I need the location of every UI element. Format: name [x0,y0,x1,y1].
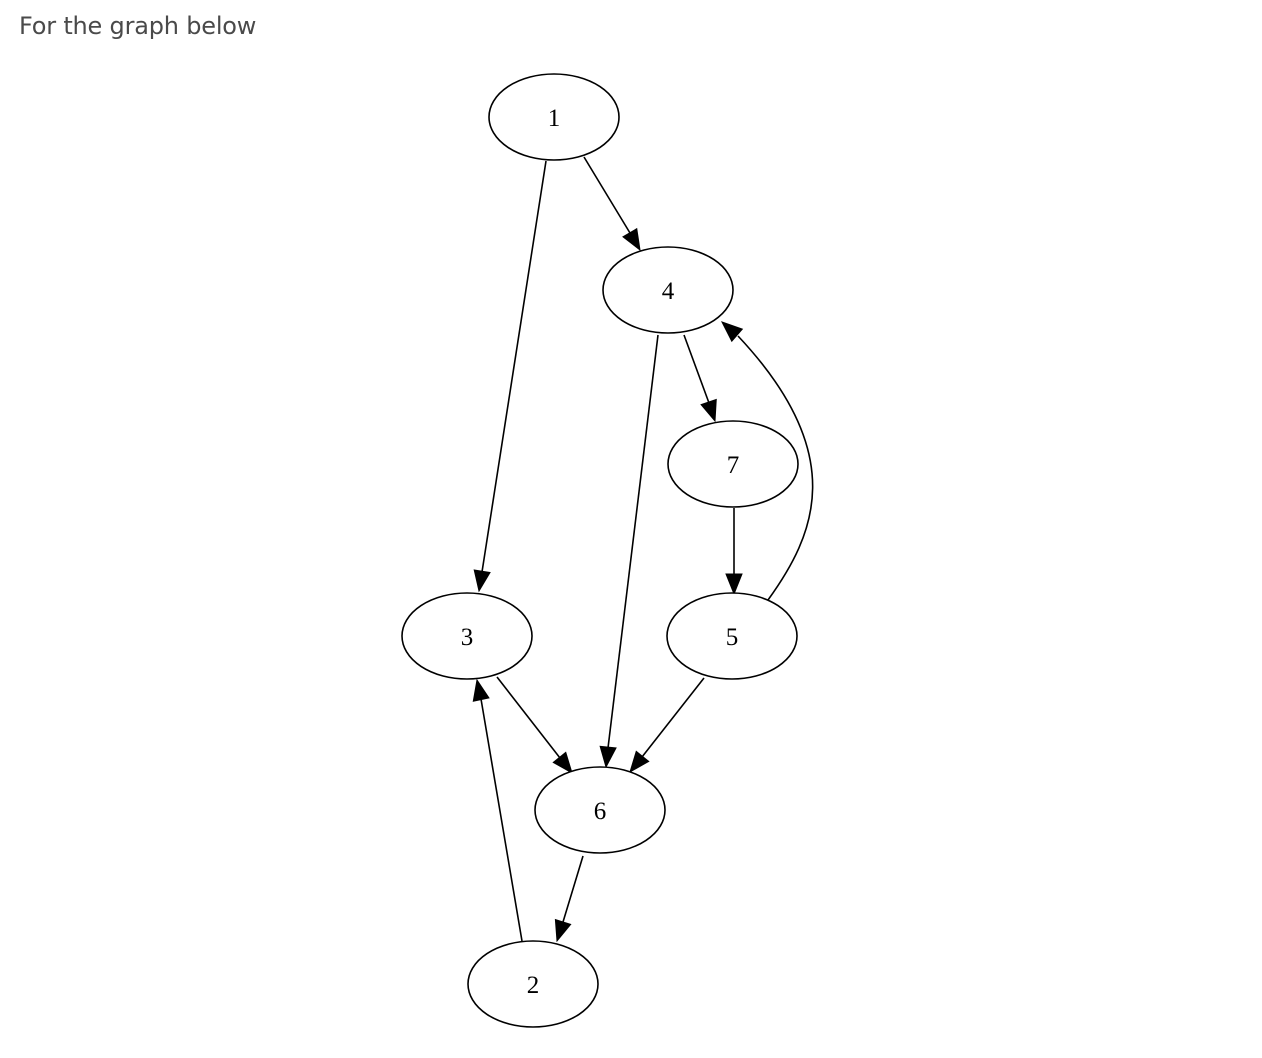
arrowhead-icon [720,321,744,343]
graph-node-5: 5 [666,592,798,680]
node-label-1: 1 [548,105,561,132]
edge-1-to-4 [583,156,641,252]
edge-line-4-7 [683,334,710,404]
question-prompt: For the graph below [19,12,257,40]
graph-node-6: 6 [534,766,666,854]
arrowhead-icon [473,569,491,593]
edge-line-1-4 [583,156,631,234]
edge-line-2-3 [480,698,523,942]
edge-line-3-6 [496,676,561,759]
edge-7-to-5 [725,508,743,596]
edge-line-1-3 [481,160,547,573]
graph-edges [472,156,814,943]
node-label-3: 3 [461,624,474,651]
graph-node-1: 1 [488,73,620,161]
node-label-7: 7 [727,452,740,479]
edge-2-to-3 [472,678,523,942]
graph-node-4: 4 [602,246,734,334]
arrowhead-icon [552,751,573,775]
edge-line-4-6 [607,334,659,749]
edge-1-to-3 [473,160,547,593]
edge-5-to-6 [629,677,705,774]
edge-line-6-2 [562,855,584,923]
graph-node-2: 2 [467,940,599,1028]
edge-line-5-4 [737,335,814,601]
edge-line-5-6 [641,677,705,758]
arrowhead-icon [599,745,617,769]
arrowhead-icon [629,750,650,774]
edge-4-to-7 [683,334,717,423]
arrowhead-icon [472,678,490,702]
graph-node-7: 7 [667,420,799,508]
arrowhead-icon [622,227,641,252]
node-label-2: 2 [527,972,540,999]
node-label-5: 5 [726,624,739,651]
arrowhead-icon [725,573,743,596]
node-label-4: 4 [662,278,675,305]
graph-nodes: 1 4 7 3 5 6 2 [401,73,799,1028]
edge-4-to-6 [599,334,659,769]
graph-node-3: 3 [401,592,533,680]
arrowhead-icon [700,398,717,423]
arrowhead-icon [554,918,572,943]
node-label-6: 6 [594,798,607,825]
edge-3-to-6 [496,676,573,775]
edge-6-to-2 [554,855,584,943]
edge-5-to-4 [720,321,814,601]
